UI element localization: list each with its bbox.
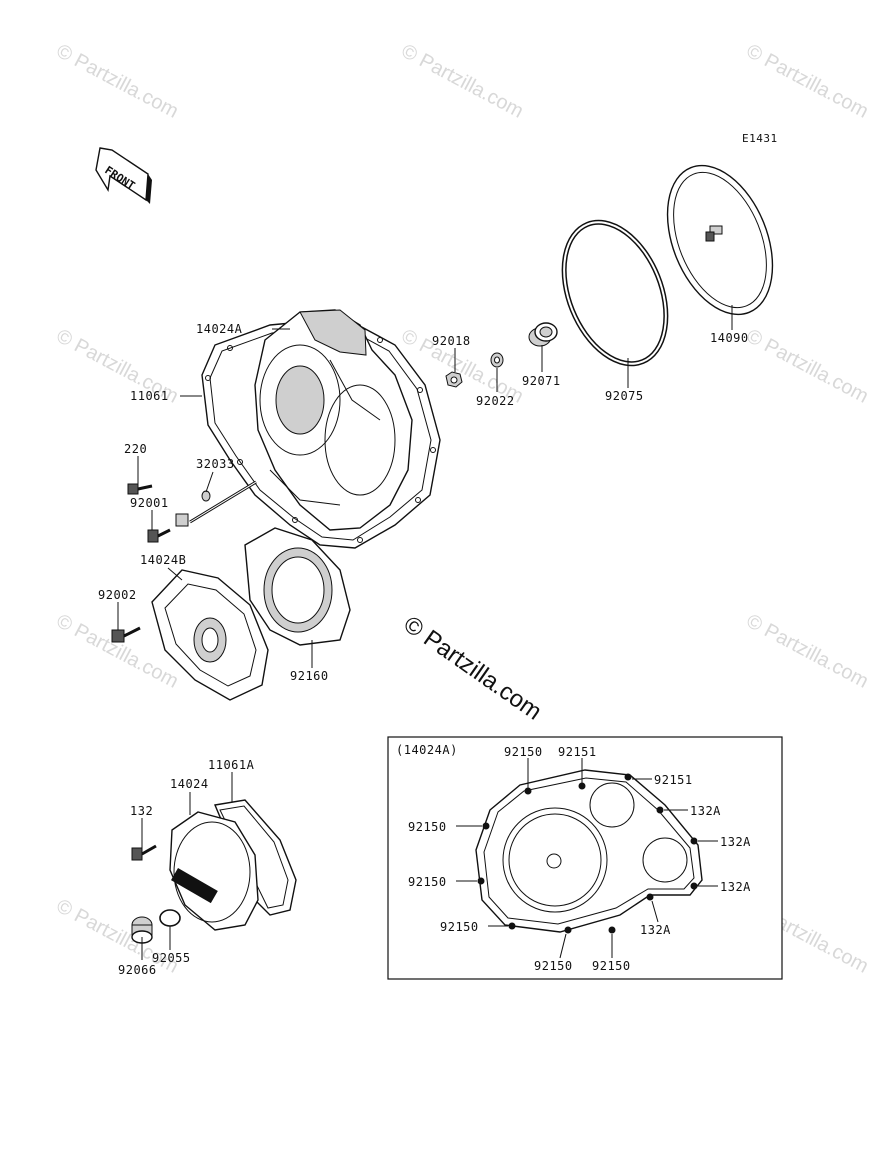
part-label-92075: 92075 — [605, 389, 644, 403]
part-label-92002: 92002 — [98, 588, 137, 602]
part-92018-nut — [445, 371, 463, 388]
part-label-92071: 92071 — [522, 374, 561, 388]
part-label-220: 220 — [124, 442, 147, 456]
part-label-92022: 92022 — [476, 394, 515, 408]
part-92055-oring — [159, 909, 181, 927]
part-label-92066: 92066 — [118, 963, 157, 977]
part-14024B-cover — [151, 569, 269, 701]
part-label-14024: 14024 — [170, 777, 209, 791]
part-14024A-clutch-cover — [254, 309, 413, 531]
part-label-132: 132 — [130, 804, 153, 818]
watermark-text: © Partzilla.com — [743, 325, 872, 408]
part-92002-bolt — [111, 626, 141, 643]
part-label-11061: 11061 — [130, 389, 169, 403]
inset-detail-14024A: (14024A) — [387, 736, 783, 980]
part-14024-cover — [169, 811, 259, 931]
part-label-92160: 92160 — [290, 669, 329, 683]
inset-bolts — [477, 773, 698, 934]
watermark-text: © Partzilla.com — [743, 610, 872, 693]
inset-label-92150: 92150 — [504, 745, 543, 759]
part-92001-bolt — [147, 528, 171, 543]
inset-label-132A: 132A — [720, 880, 751, 894]
part-label-92018: 92018 — [432, 334, 471, 348]
inset-label-132A: 132A — [720, 835, 751, 849]
inset-leader-lines — [456, 758, 718, 959]
leader-lines — [117, 305, 733, 960]
inset-label-92151: 92151 — [558, 745, 597, 759]
part-220-bolt — [127, 483, 153, 495]
part-label-14024A: 14024A — [196, 322, 243, 336]
part-32033-rod — [175, 480, 257, 527]
front-arrow-icon: FRONT — [95, 147, 152, 204]
inset-label-92150: 92150 — [534, 959, 573, 973]
watermark-text: © Partzilla.com — [53, 40, 182, 123]
part-92022-washer — [490, 352, 504, 368]
part-92071-bushing — [528, 322, 558, 347]
part-label-32033: 32033 — [196, 457, 235, 471]
part-label-14090: 14090 — [710, 331, 749, 345]
part-14090-cover — [666, 164, 774, 316]
inset-label-92150: 92150 — [592, 959, 631, 973]
part-label-92001: 92001 — [130, 496, 169, 510]
part-132-bolt — [131, 844, 157, 861]
inset-label-92150: 92150 — [408, 875, 447, 889]
inset-title: (14024A) — [396, 743, 458, 757]
watermark-main: © Partzilla.com — [399, 611, 547, 726]
part-label-11061A: 11061A — [208, 758, 255, 772]
diagram-code: E1431 — [742, 132, 778, 145]
inset-label-92150: 92150 — [408, 820, 447, 834]
inset-label-132A: 132A — [640, 923, 671, 937]
part-label-14024B: 14024B — [140, 553, 186, 567]
watermark-text: © Partzilla.com — [743, 40, 872, 123]
part-92075-oring — [561, 219, 669, 367]
part-92066-plug — [131, 916, 153, 944]
inset-label-92150: 92150 — [440, 920, 479, 934]
inset-label-92151: 92151 — [654, 773, 693, 787]
part-92160-gasket — [244, 527, 351, 646]
inset-label-132A: 132A — [690, 804, 721, 818]
watermark-text: © Partzilla.com — [398, 40, 527, 123]
part-label-92055: 92055 — [152, 951, 191, 965]
